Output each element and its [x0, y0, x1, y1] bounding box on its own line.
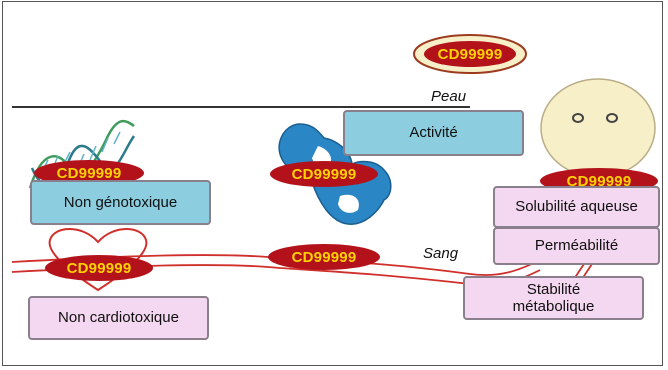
- metabolic-stability-line2: métabolique: [512, 298, 595, 315]
- face-icon: [540, 78, 656, 178]
- metabolic-stability-box: Stabilité métabolique: [463, 276, 644, 320]
- non-cardiotoxic-box: Non cardiotoxique: [28, 296, 209, 340]
- permeability-box: Perméabilité: [493, 227, 660, 265]
- blood-label: Sang: [423, 245, 459, 262]
- heart-badge: CD99999: [45, 255, 153, 281]
- metabolic-stability-line1: Stabilité: [526, 280, 581, 298]
- top-capsule-badge: CD99999: [424, 41, 516, 67]
- activity-box: Activité: [343, 110, 524, 156]
- non-genotoxic-box: Non génotoxique: [30, 180, 211, 225]
- blood-badge: CD99999: [268, 244, 380, 270]
- protein-badge: CD99999: [270, 161, 378, 187]
- heart-icon: [48, 228, 148, 292]
- dna-badge: CD99999: [34, 160, 144, 186]
- solubility-box: Solubilité aqueuse: [493, 186, 660, 228]
- skin-label: Peau: [431, 88, 467, 105]
